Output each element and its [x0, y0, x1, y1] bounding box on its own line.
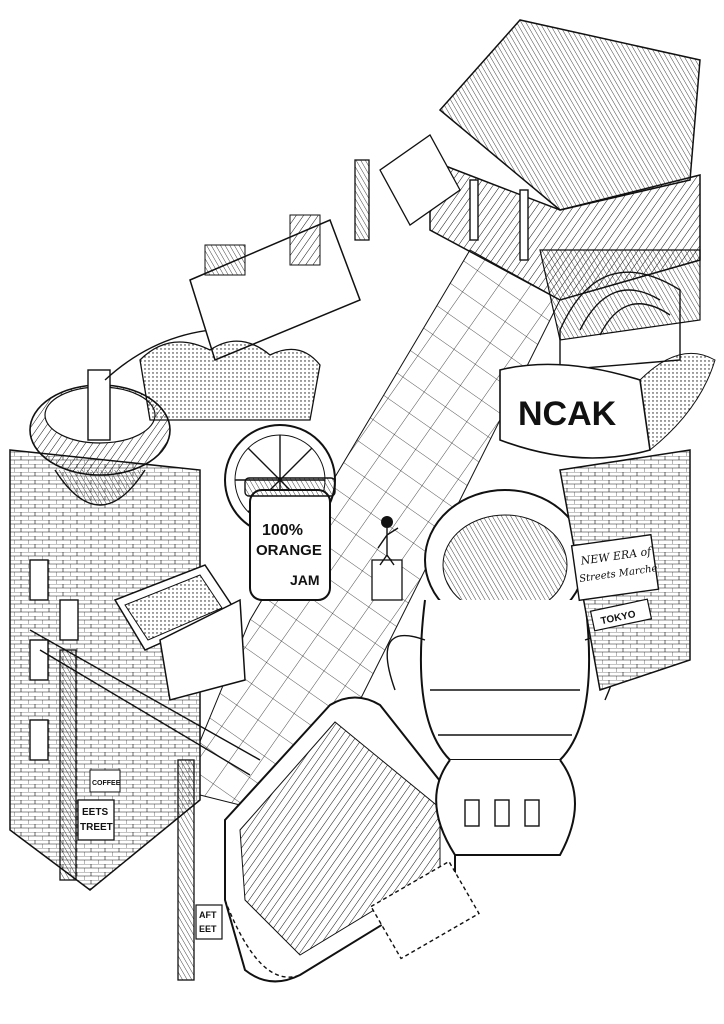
street-sign-left: EETS TREET	[77, 799, 115, 841]
orange-jam-jar: 100% ORANGE JAM	[244, 477, 336, 601]
hanging-banner: NCAK	[499, 352, 716, 459]
upper-shops	[189, 134, 461, 362]
street-sign-left-line2: TREET	[80, 822, 113, 833]
zipper-pouch-building	[224, 696, 480, 983]
coffee-board: COFFEE	[89, 769, 121, 793]
street-sign-bottom-line2: EET	[199, 924, 217, 934]
vase-tower	[386, 489, 620, 856]
coffee-sign-text: COFFEE	[92, 780, 121, 787]
market-stall: NEW ERA of Streets Marche TOKYO	[559, 449, 691, 691]
torii-gate	[29, 629, 261, 981]
mortar-bowl-rooftop	[29, 327, 261, 506]
cloud-awning	[139, 340, 321, 421]
street-sign-left-line1: EETS	[82, 807, 108, 818]
left-brick-building	[9, 449, 201, 891]
banner-text: NCAK	[518, 395, 617, 433]
pagoda-temple	[429, 19, 701, 341]
plaza-statue	[371, 516, 403, 601]
jar-label-percent: 100%	[262, 522, 303, 539]
street-sign-bottom: AFT EET	[195, 904, 223, 940]
jar-label-orange: ORANGE	[256, 542, 322, 559]
greenhouse-dome	[559, 271, 681, 371]
jar-label-jam: JAM	[290, 572, 320, 588]
gravel-planter-shop	[113, 564, 246, 701]
street-sign-bottom-line1: AFT	[199, 910, 217, 920]
